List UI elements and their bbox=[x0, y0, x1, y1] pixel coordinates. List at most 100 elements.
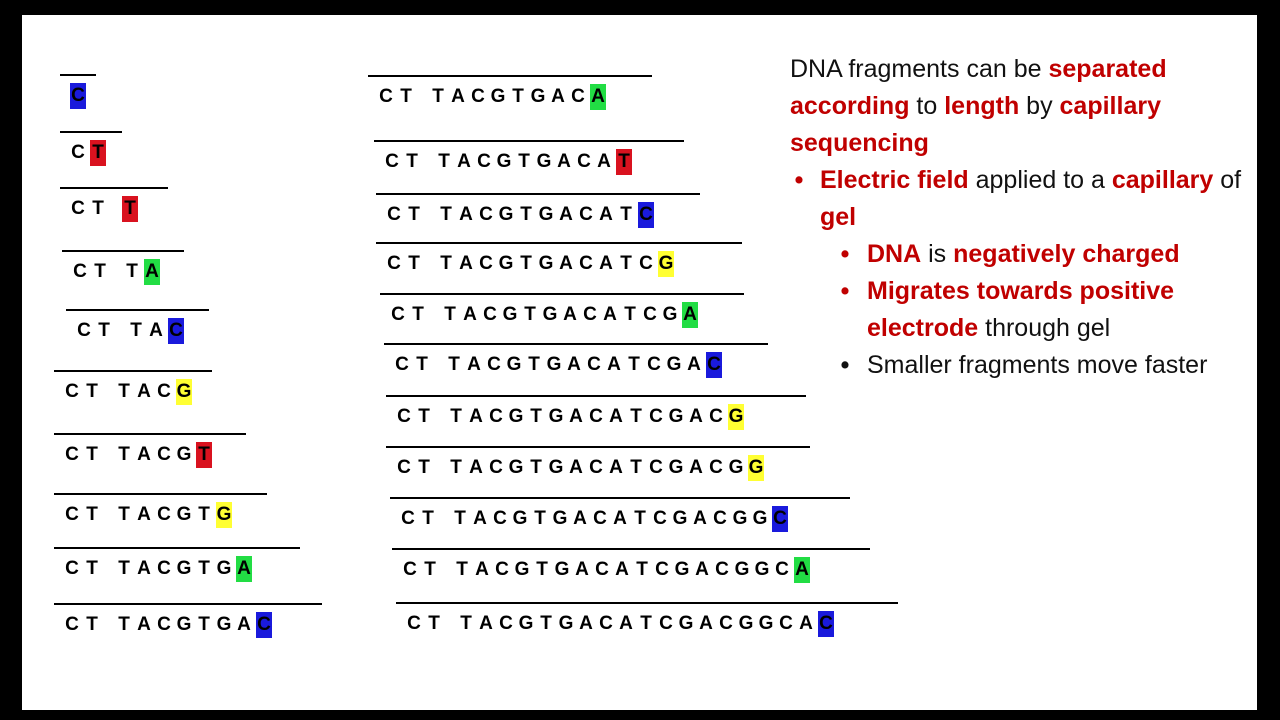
base: A bbox=[619, 613, 633, 634]
base: T bbox=[408, 253, 420, 274]
template-strand bbox=[54, 603, 322, 605]
template-strand bbox=[54, 493, 267, 495]
base: T bbox=[520, 204, 532, 225]
base: A bbox=[473, 508, 487, 529]
base: T bbox=[530, 457, 542, 478]
base: A bbox=[615, 559, 629, 580]
base: T bbox=[636, 559, 648, 580]
base: G bbox=[490, 86, 506, 107]
base: A bbox=[149, 320, 163, 341]
base: T bbox=[628, 354, 640, 375]
template-strand bbox=[374, 140, 684, 142]
text-segment: gel bbox=[820, 203, 857, 231]
base: A bbox=[559, 253, 573, 274]
base: C bbox=[709, 406, 723, 427]
terminal-base-G: G bbox=[658, 251, 674, 277]
text-segment: to bbox=[909, 92, 945, 120]
base: C bbox=[479, 204, 493, 225]
bullet-dna-charge: • DNA is negatively charged bbox=[790, 236, 1250, 273]
base: G bbox=[738, 613, 754, 634]
template-strand bbox=[376, 193, 700, 195]
base: T bbox=[440, 204, 452, 225]
bullet-list: • Electric field applied to a capillary … bbox=[790, 162, 1250, 384]
base: T bbox=[406, 151, 418, 172]
left-fragment-1: C bbox=[60, 74, 96, 109]
base: T bbox=[86, 504, 98, 525]
base: C bbox=[579, 253, 593, 274]
base: C bbox=[65, 614, 79, 635]
base: G bbox=[674, 559, 690, 580]
base: A bbox=[687, 354, 701, 375]
base: T bbox=[624, 304, 636, 325]
base: T bbox=[520, 253, 532, 274]
base: A bbox=[699, 613, 713, 634]
base: A bbox=[137, 614, 151, 635]
text-segment: separated according bbox=[790, 55, 1167, 120]
base: C bbox=[719, 613, 733, 634]
base: A bbox=[463, 304, 477, 325]
template-strand bbox=[376, 242, 742, 244]
base: G bbox=[216, 558, 232, 579]
base: T bbox=[118, 381, 130, 402]
terminal-base-A: A bbox=[682, 302, 698, 328]
base: A bbox=[467, 354, 481, 375]
base: T bbox=[198, 504, 210, 525]
base: A bbox=[693, 508, 707, 529]
text-segment: length bbox=[944, 92, 1020, 120]
base: T bbox=[86, 381, 98, 402]
terminal-base-G: G bbox=[748, 455, 764, 481]
base: T bbox=[412, 304, 424, 325]
base: G bbox=[678, 613, 694, 634]
base: G bbox=[502, 304, 518, 325]
base: C bbox=[65, 444, 79, 465]
text-segment: Smaller fragments move faster bbox=[867, 351, 1208, 379]
base: G bbox=[668, 457, 684, 478]
base: A bbox=[599, 204, 613, 225]
base: G bbox=[538, 204, 554, 225]
terminal-base-C: C bbox=[706, 352, 722, 378]
terminal-base-T: T bbox=[196, 442, 212, 468]
base: T bbox=[422, 508, 434, 529]
base: C bbox=[483, 304, 497, 325]
base: T bbox=[86, 444, 98, 465]
base: C bbox=[487, 354, 501, 375]
base: C bbox=[655, 559, 669, 580]
base: C bbox=[65, 504, 79, 525]
base: C bbox=[385, 151, 399, 172]
base: A bbox=[579, 613, 593, 634]
terminal-base-C: C bbox=[168, 318, 184, 344]
base: A bbox=[559, 204, 573, 225]
base: C bbox=[659, 613, 673, 634]
terminal-base-T: T bbox=[90, 140, 106, 166]
base: T bbox=[432, 86, 444, 107]
base: C bbox=[643, 304, 657, 325]
base: G bbox=[542, 304, 558, 325]
base: C bbox=[471, 86, 485, 107]
base: T bbox=[450, 457, 462, 478]
bullet-text: DNA is negatively charged bbox=[867, 240, 1180, 268]
terminal-base-C: C bbox=[638, 202, 654, 228]
template-strand bbox=[392, 548, 870, 550]
base: G bbox=[536, 151, 552, 172]
base: T bbox=[630, 457, 642, 478]
terminal-base-T: T bbox=[616, 149, 632, 175]
template-strand bbox=[390, 497, 850, 499]
base: C bbox=[495, 559, 509, 580]
base: A bbox=[479, 613, 493, 634]
base: G bbox=[498, 253, 514, 274]
base: T bbox=[92, 198, 104, 219]
base: G bbox=[176, 504, 192, 525]
terminal-base-A: A bbox=[590, 84, 606, 110]
base: A bbox=[469, 406, 483, 427]
base: T bbox=[444, 304, 456, 325]
base: T bbox=[540, 613, 552, 634]
base: T bbox=[630, 406, 642, 427]
